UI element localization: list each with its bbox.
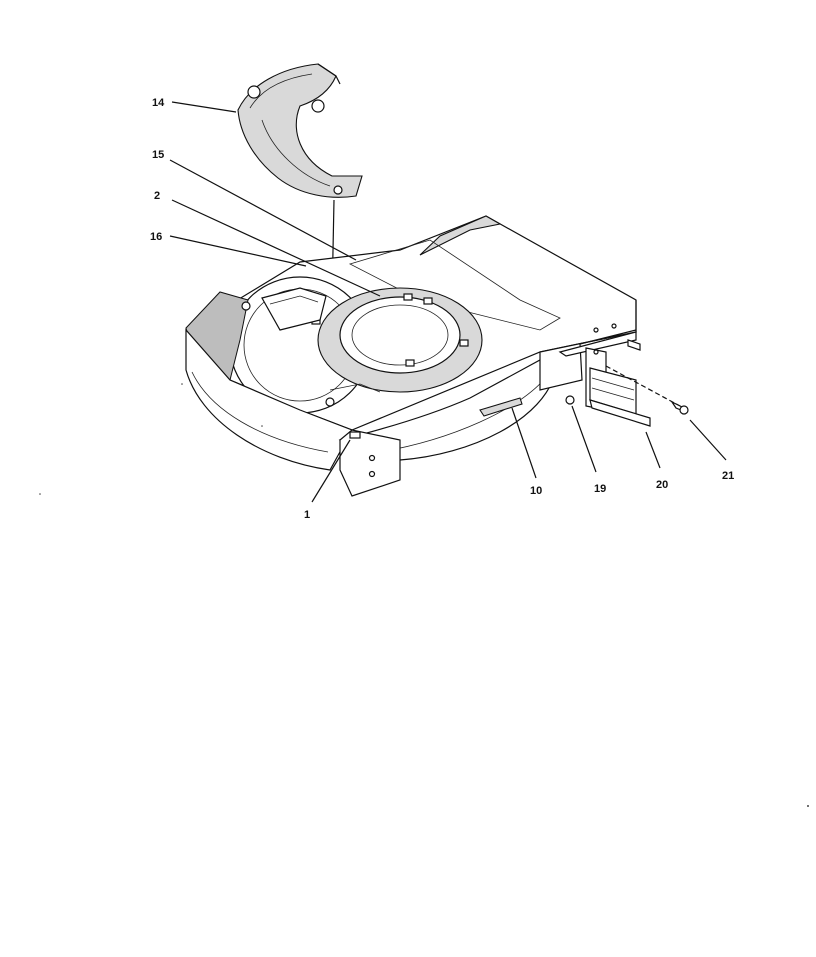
callout-15: 15 (152, 149, 164, 161)
part-20-bracket (585, 347, 651, 427)
leader-lines (169, 101, 727, 503)
callout-20: 20 (656, 479, 668, 491)
mower-deck (185, 215, 641, 497)
callout-14: 14 (152, 97, 165, 109)
callout-1: 1 (304, 509, 310, 521)
callout-10: 10 (530, 485, 542, 497)
callout-19: 19 (594, 483, 606, 495)
callout-21: 21 (722, 470, 734, 482)
part-19-washer (565, 395, 575, 405)
callout-2: 2 (154, 190, 160, 202)
part-14-deflector (237, 63, 363, 198)
callout-16: 16 (150, 231, 162, 243)
part-21-bolt (605, 365, 689, 415)
scan-specks (39, 383, 809, 807)
callout-labels: 14 15 2 16 1 10 19 20 21 (150, 97, 734, 521)
